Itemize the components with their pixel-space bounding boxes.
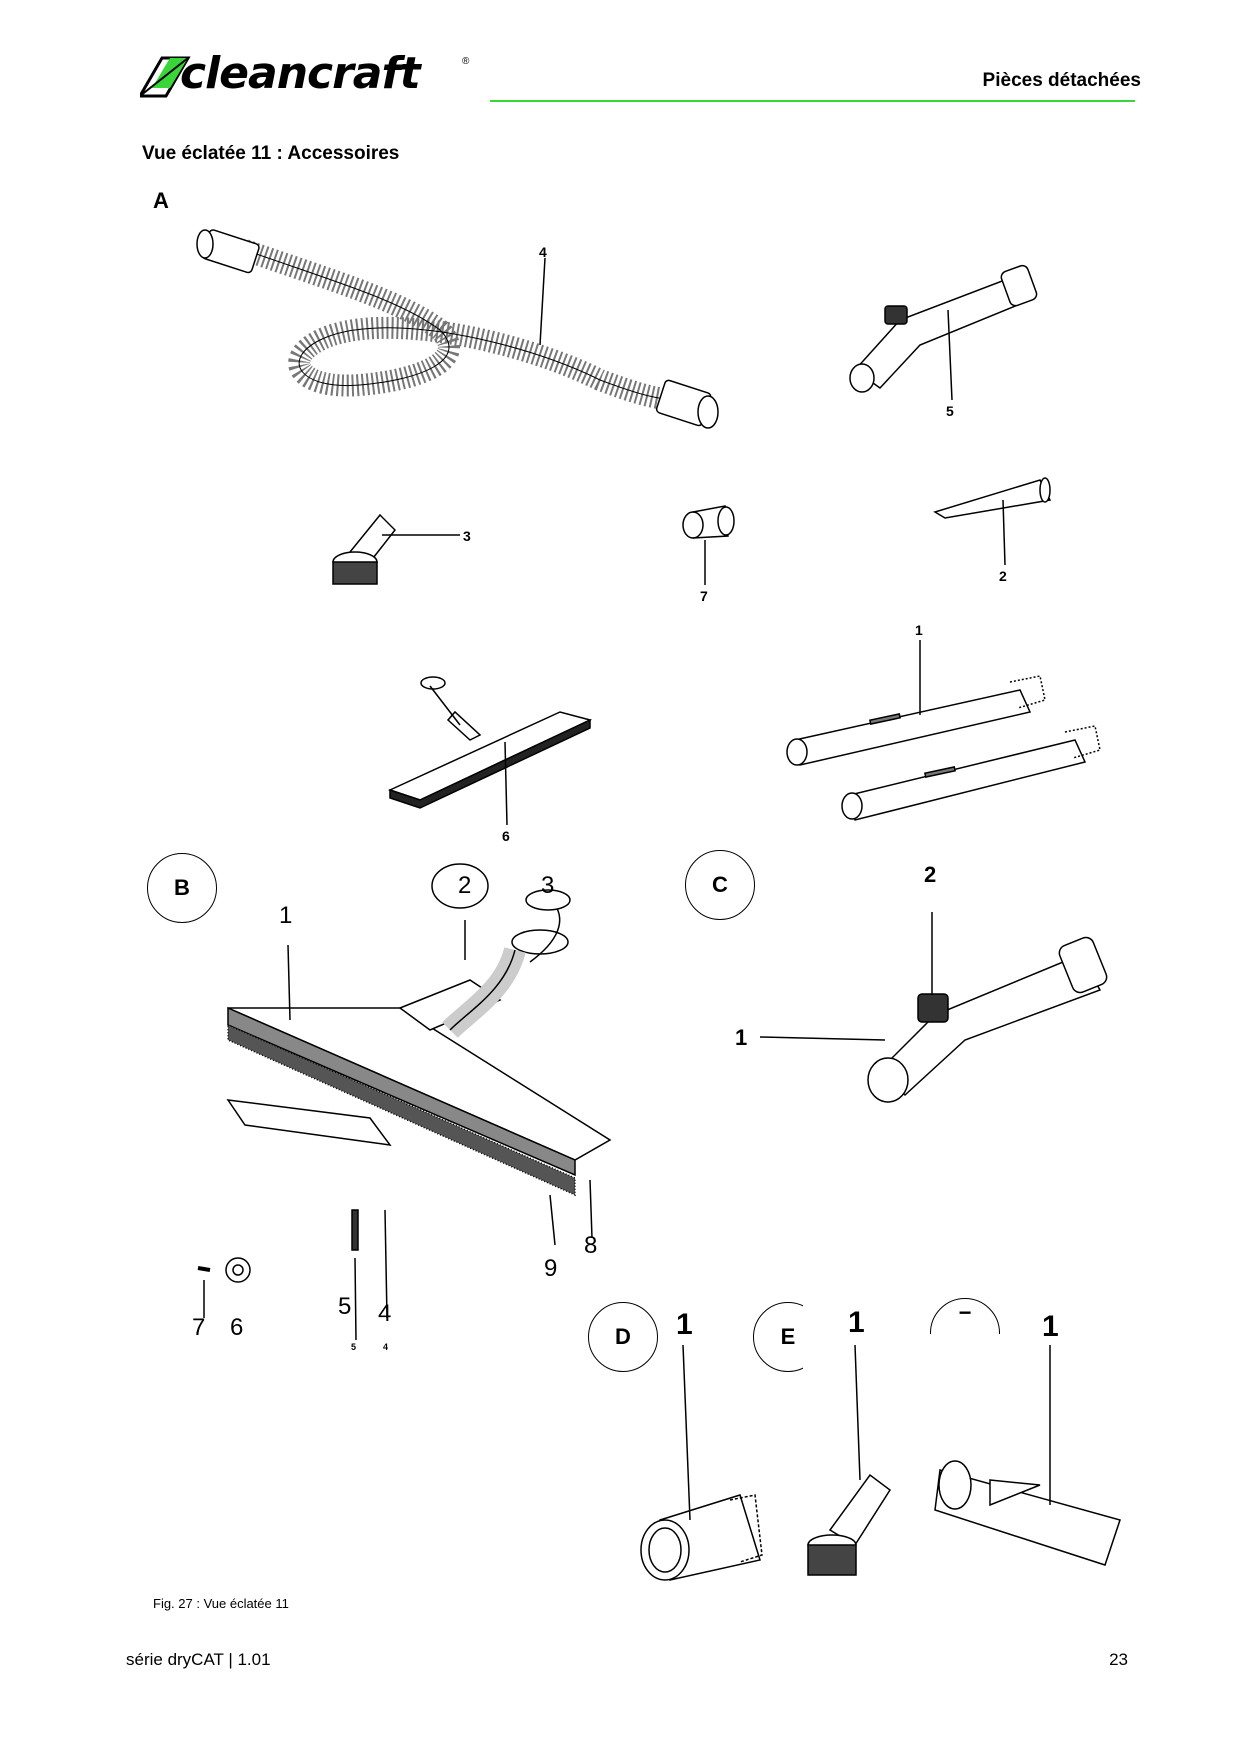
callout-b-5-small: 5	[351, 1342, 357, 1352]
callout-a-3: 3	[463, 528, 471, 544]
section-c-badge: C	[685, 850, 755, 920]
callout-b-5: 5	[338, 1293, 352, 1320]
callout-f-1: 1	[1042, 1310, 1059, 1343]
callout-e-1: 1	[848, 1306, 865, 1339]
crevice-tool-icon	[933, 477, 1052, 519]
page-header-title: Pièces détachées	[982, 70, 1141, 91]
logo-text: cleancraft	[180, 48, 421, 99]
footer-page-number: 23	[1109, 1650, 1128, 1669]
section-f-badge: −	[930, 1298, 1000, 1334]
callout-b-4-small: 4	[383, 1342, 389, 1352]
callout-b-6: 6	[230, 1314, 244, 1341]
round-brush-icon	[332, 513, 396, 585]
section-a-letter: A	[153, 188, 169, 213]
adapter-icon	[682, 505, 735, 539]
figure-caption: Fig. 27 : Vue éclatée 11	[153, 1596, 289, 1611]
callout-b-9: 9	[544, 1255, 558, 1282]
hose-icon	[196, 229, 719, 429]
callout-a-2: 2	[999, 568, 1007, 584]
handle-icon	[849, 264, 1038, 393]
round-brush-e-icon	[807, 1473, 892, 1576]
callout-c-2: 2	[924, 862, 937, 887]
callout-b-2: 2	[458, 872, 472, 899]
footer-series: série dryCAT | 1.01	[126, 1650, 271, 1669]
wide-floor-nozzle-icon	[197, 863, 612, 1283]
logo: cleancraft ®	[140, 48, 480, 102]
logo-mark-icon	[140, 56, 191, 98]
callout-b-3: 3	[541, 872, 555, 899]
callout-b-8: 8	[584, 1232, 598, 1259]
callout-b-7: 7	[192, 1314, 206, 1341]
header-rule	[490, 100, 1135, 102]
callout-a-1: 1	[915, 622, 923, 638]
callout-b-1: 1	[279, 902, 293, 929]
callout-a-6: 6	[502, 828, 510, 844]
section-title: Vue éclatée 11 : Accessoires	[142, 143, 400, 164]
callout-a-7: 7	[700, 588, 708, 604]
floor-nozzle-icon	[387, 676, 593, 809]
adapter-d-icon	[640, 1494, 763, 1581]
callout-b-4: 4	[378, 1300, 392, 1327]
crevice-nozzle-f-icon	[934, 1460, 1121, 1566]
callout-c-1: 1	[735, 1025, 748, 1050]
section-d-badge: D	[588, 1302, 658, 1372]
callout-a-4: 4	[539, 244, 547, 260]
section-b-badge: B	[147, 853, 217, 923]
handle-c-icon	[867, 936, 1108, 1103]
extension-tubes-icon	[786, 675, 1101, 821]
logo-registered: ®	[462, 56, 470, 67]
section-e-mask	[803, 1300, 835, 1380]
callout-d-1: 1	[676, 1308, 693, 1341]
section-f-letter: −	[958, 1300, 972, 1325]
callout-a-5: 5	[946, 403, 954, 419]
